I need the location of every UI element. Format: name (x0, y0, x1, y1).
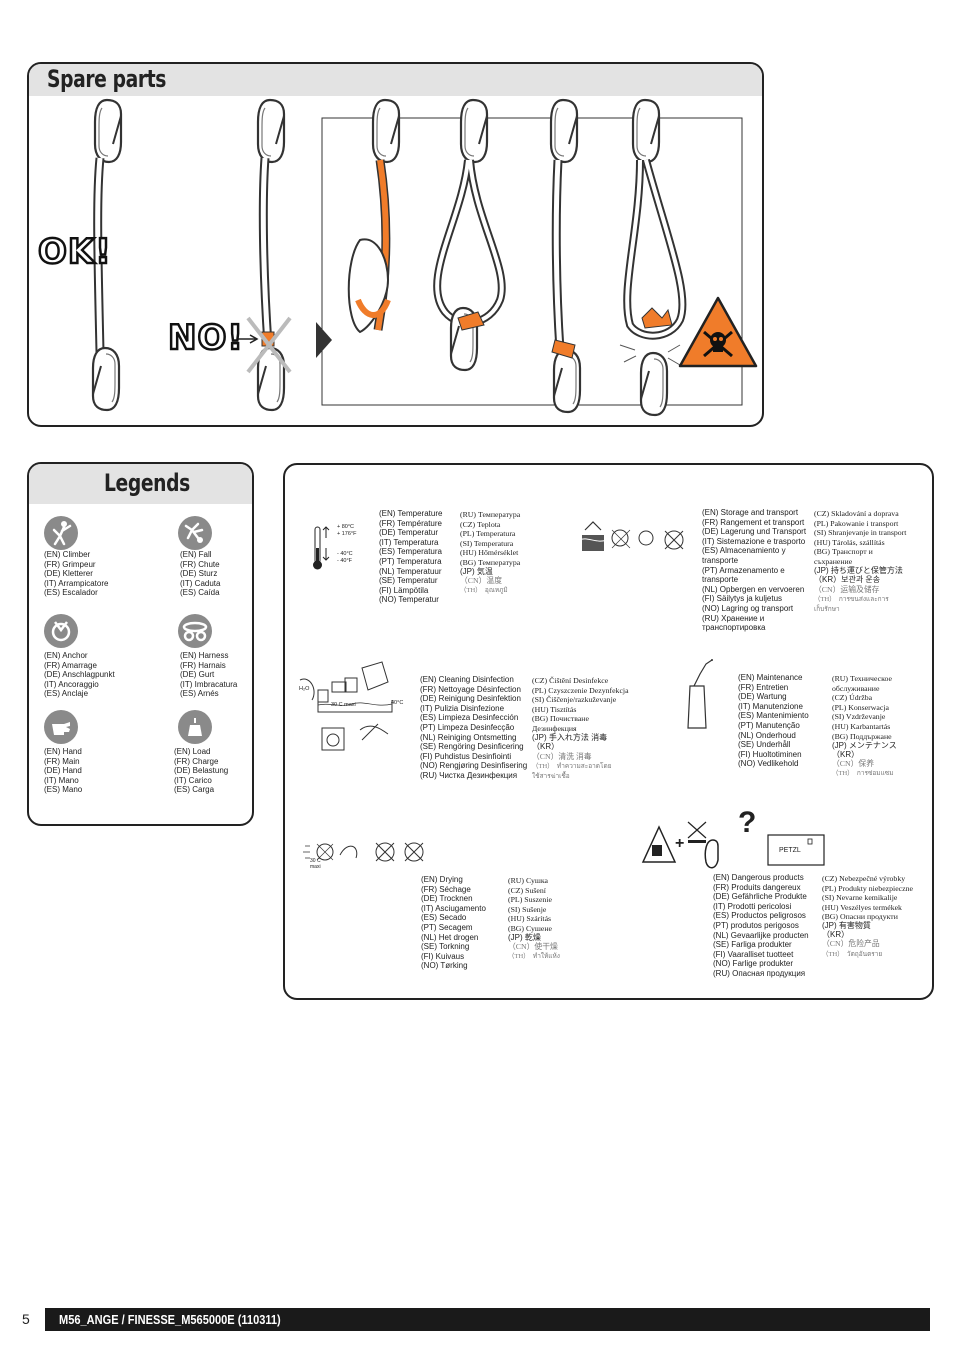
page-number: 5 (22, 1311, 30, 1327)
fall-icon (178, 516, 212, 550)
quickdraw-ok (91, 98, 123, 412)
legend-fall-text: (EN) Fall (FR) Chute (DE) Sturz (IT) Cad… (180, 550, 221, 598)
maintenance-text-th: （TH） การซ่อมแซม (832, 770, 894, 777)
dangerous-text-jp: (JP) 有害物質 (822, 921, 871, 930)
temperature-text-th: （TH） อุณหภูมิ (460, 587, 508, 594)
temperature-text-col1: (EN) Temperature (FR) Température (DE) T… (379, 509, 443, 605)
anchor-icon (44, 614, 78, 648)
cleaning-text-th: （TH） ทำความสะอาดโดย ใช้สารฆ่าเชื้อ (532, 763, 612, 780)
temperature-text-col2: (RU) Температура (CZ) Teplota (PL) Tempe… (460, 510, 521, 567)
water-temp-label: 30 C maxi (331, 702, 356, 708)
footer-doc-ref: M56_ANGE / FINESSE_M565000E (110311) (59, 1312, 281, 1327)
legend-hand-text: (EN) Hand (FR) Main (DE) Hand (IT) Mano … (44, 747, 83, 795)
legends-panel: Legends (EN) Climber (FR) Grimpeur (DE) … (27, 462, 254, 826)
drying-text-col1: (EN) Drying (FR) Séchage (DE) Trocknen (… (421, 875, 486, 971)
thermometer-icon (313, 526, 330, 570)
spare-parts-title: Spare parts (47, 65, 167, 93)
hand-icon (44, 710, 78, 744)
failure-sequence-box (321, 117, 743, 406)
maintenance-text-kr: （KR） (832, 750, 860, 759)
dangerous-text-col2: (CZ) Nebezpečné výrobky (PL) Produkty ni… (822, 874, 913, 922)
harness-icon (178, 614, 212, 648)
dangerous-text-th: （TH） วัตถุอันตราย (822, 951, 883, 958)
ok-label: OK! (37, 231, 112, 274)
cleaning-text-cn: （CN）清洗 消毒 (532, 752, 592, 761)
maintenance-text-jp: (JP) メンテナンス (832, 741, 897, 750)
maintenance-text-col1: (EN) Maintenance (FR) Entretien (DE) War… (738, 673, 809, 769)
cleaning-text-jp: (JP) 手入れ方法 消毒 (532, 733, 608, 742)
storage-text-kr: （KR）보관과 운송 (814, 575, 881, 584)
temperature-text-cn: （CN）温度 (460, 576, 503, 585)
legend-load-text: (EN) Load (FR) Charge (DE) Belastung (IT… (174, 747, 229, 795)
cleaning-text-kr: （KR） (532, 742, 560, 751)
storage-transport-icons (579, 521, 684, 551)
sequence-step-3 (549, 98, 582, 414)
temp-low-label: - 40°C - 40°F (337, 551, 353, 564)
sequence-step-1 (347, 98, 401, 334)
storage-text-th: （TH） การขนส่งและการ เก็บรักษา (814, 596, 889, 613)
drying-text-col2: (RU) Сушка (CZ) Sušení (PL) Suszenie (SI… (508, 876, 552, 933)
footer-bar: M56_ANGE / FINESSE_M565000E (110311) (45, 1308, 930, 1331)
storage-text-jp: (JP) 持ち運びと保管方法 (814, 566, 903, 575)
drying-icons (303, 842, 424, 862)
clean-deg-label: 40°C (391, 700, 404, 706)
dangerous-products-icons (641, 821, 825, 869)
petzl-box-label: PETZL (779, 847, 801, 854)
drying-text-jp: (JP) 乾燥 (508, 933, 541, 942)
legend-anchor-text: (EN) Anchor (FR) Amarrage (DE) Anschlagp… (44, 651, 115, 699)
spare-parts-header (29, 64, 762, 96)
maintenance-text-col2: (RU) Техническое обслуживание (CZ) Údržb… (832, 674, 892, 741)
maintenance-text-cn: （CN）保养 (832, 759, 875, 768)
dangerous-text-col1: (EN) Dangerous products (FR) Produits da… (713, 873, 809, 978)
storage-text-col1: (EN) Storage and transport (FR) Rangemen… (702, 508, 807, 633)
storage-text-col2: (CZ) Skladování a doprava (PL) Pakowanie… (814, 509, 907, 566)
temp-high-label: + 80°C + 176°F (337, 524, 357, 537)
no-label: NO! (167, 317, 244, 360)
care-panel (283, 463, 934, 1000)
question-mark: ? (738, 806, 757, 839)
dangerous-text-kr: （KR） (822, 930, 850, 939)
legend-climber-text: (EN) Climber (FR) Grimpeur (DE) Klettere… (44, 550, 109, 598)
quickdraw-no (236, 98, 292, 412)
arrow-right-icon (316, 322, 332, 358)
cleaning-text-col1: (EN) Cleaning Disinfection (FR) Nettoyag… (420, 675, 528, 780)
legends-title: Legends (104, 469, 190, 497)
oil-bottle-icon (687, 659, 713, 729)
load-icon (178, 710, 212, 744)
drying-temp-label: 30 C maxi (310, 858, 321, 870)
legends-header (29, 464, 252, 504)
h2o-label: H₂O (299, 686, 310, 692)
storage-text-cn: （CN）运输及储存 (814, 585, 880, 594)
legend-harness-text: (EN) Harness (FR) Harnais (DE) Gurt (IT)… (180, 651, 238, 699)
plus-sign: + (675, 835, 685, 852)
drying-text-cn: （CN）使干燥 (508, 942, 558, 951)
cleaning-icons (299, 661, 393, 751)
dangerous-text-cn: （CN）危险产品 (822, 939, 880, 948)
climber-icon (44, 516, 78, 550)
sequence-step-2 (433, 98, 506, 372)
sequence-step-4 (619, 98, 687, 417)
drying-text-th: （TH） ทำให้แห้ง (508, 953, 560, 960)
danger-skull-icon (678, 296, 758, 368)
cleaning-text-col2: (CZ) Čištění Desinfekce (PL) Czyszczenie… (532, 676, 629, 733)
temperature-text-jp: (JP) 気温 (460, 567, 493, 576)
